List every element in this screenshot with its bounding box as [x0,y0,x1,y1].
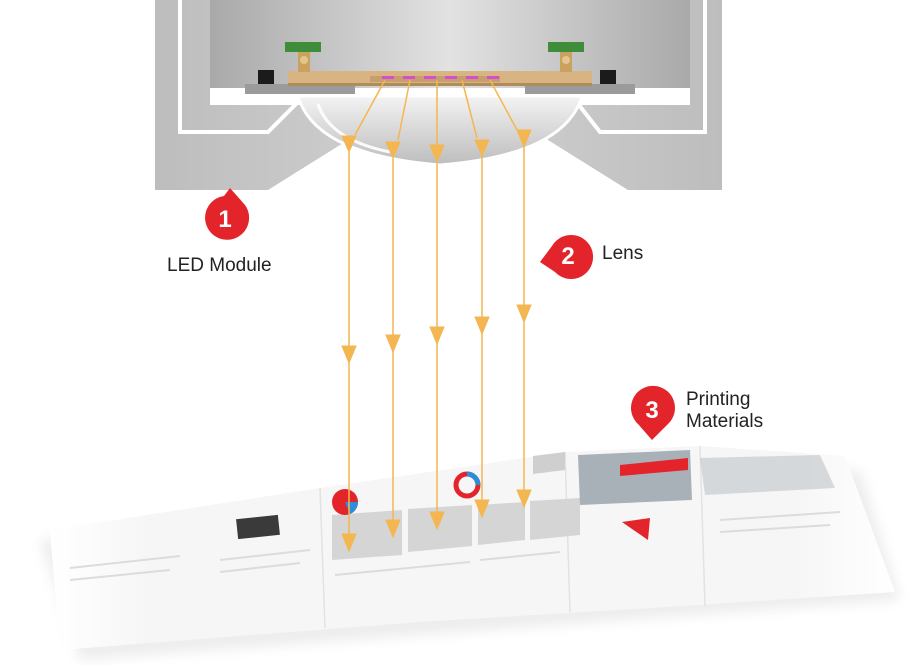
housing-trim [178,0,707,134]
led-board [285,42,592,86]
light-beam [385,79,411,539]
callout-3-number: 3 [645,397,658,424]
callout-1-number: 1 [218,206,231,233]
led-chip [382,76,394,79]
callout-2: 2 [540,234,594,279]
light-beam [341,79,386,553]
sheet-red-accent [620,458,688,476]
connector-left [285,42,321,72]
housing-ledge-left [245,84,355,94]
sheet-machine [236,514,280,540]
sheet-red-accent [622,518,650,540]
led-chip [487,76,499,79]
housing-ledge-right [525,84,635,94]
arrow-down-icon [429,326,445,346]
pcb-board-edge [288,83,592,86]
arrow-down-icon [429,144,445,164]
light-beams [341,79,532,553]
led-chip [466,76,478,79]
printing-materials-sheet [40,445,900,660]
connector-right [548,42,584,72]
callout-2-number: 2 [561,243,574,270]
arrow-down-icon [474,139,490,158]
gasket-right [600,70,616,84]
arrow-down-icon [385,334,401,354]
light-beam [461,79,490,519]
arrow-down-icon [341,135,357,154]
callout-label-printing-materials: Printing Materials [686,389,764,432]
sheet-panel [530,498,580,540]
led-chip [403,76,415,79]
light-beam [429,80,445,531]
lens-highlight [316,103,391,154]
callout-label-led-module: LED Module [167,255,272,276]
arrow-down-icon [516,489,532,509]
sheet-donut-slice [466,471,481,486]
arrow-down-icon [516,129,532,149]
map-pin-icon [540,234,594,279]
map-pin-icon [631,385,675,440]
lens [296,94,584,167]
arrow-down-icon [341,345,357,365]
sheet-panel [408,505,472,552]
sheet-panel [533,452,565,474]
housing-outer [155,0,722,190]
arrow-down-icon [474,499,490,519]
callout-1: 1 [205,188,250,240]
arrow-down-icon [385,141,401,160]
sheet-text-lines [69,511,841,581]
led-chips [382,76,499,79]
arrow-down-icon [385,519,401,539]
callout-3: 3 [631,385,675,440]
led-chip [445,76,457,79]
map-pin-icon [205,188,250,240]
light-beam [489,79,532,509]
sheet-photos [578,450,692,505]
callout-label-lens: Lens [602,243,644,264]
arrow-down-icon [474,316,490,336]
led-chip [424,76,436,79]
arrow-down-icon [516,304,532,324]
gasket-left [258,70,274,84]
arrow-down-icon [429,511,445,531]
sheet-photos [700,455,835,495]
arrow-down-icon [341,533,357,553]
sheet-panel [478,502,525,545]
